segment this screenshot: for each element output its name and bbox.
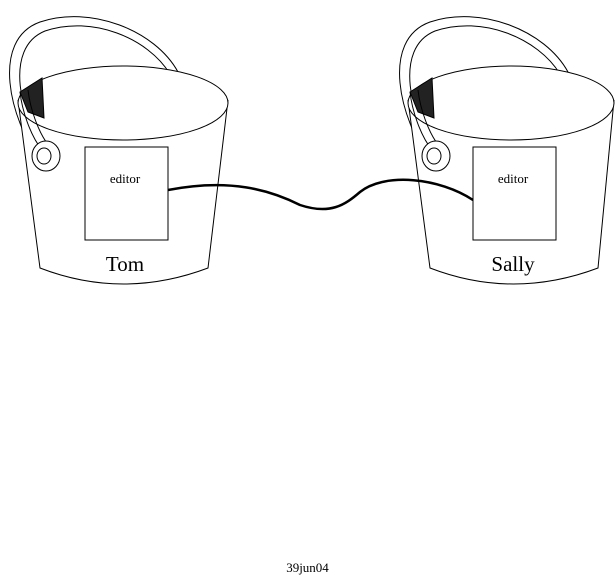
- bucket-sally-editor-box: [472, 146, 557, 241]
- bucket-tom-handle-band: [19, 77, 45, 119]
- bucket-sally-handle: [399, 16, 569, 161]
- bucket-tom-editor-box: [84, 146, 169, 241]
- bucket-tom-name: Tom: [106, 252, 144, 276]
- bucket-tom-editor-label: editor: [110, 171, 141, 186]
- bucket-sally-rim: [407, 65, 615, 141]
- connecting-wire: [167, 178, 474, 211]
- footer-date: 39jun04: [286, 560, 329, 575]
- bucket-sally-handle-band: [409, 77, 435, 119]
- bucket-tom-ear-pin: [36, 147, 52, 165]
- bucket-sally-ear-pin: [426, 147, 442, 165]
- bucket-tom-handle: [9, 16, 179, 161]
- bucket-tom-rim: [17, 65, 229, 141]
- bucket-tom: editor Tom: [9, 16, 229, 285]
- bucket-sally-editor-label: editor: [498, 171, 529, 186]
- bucket-sally: editor Sally: [399, 16, 615, 285]
- bucket-sally-name: Sally: [491, 252, 535, 276]
